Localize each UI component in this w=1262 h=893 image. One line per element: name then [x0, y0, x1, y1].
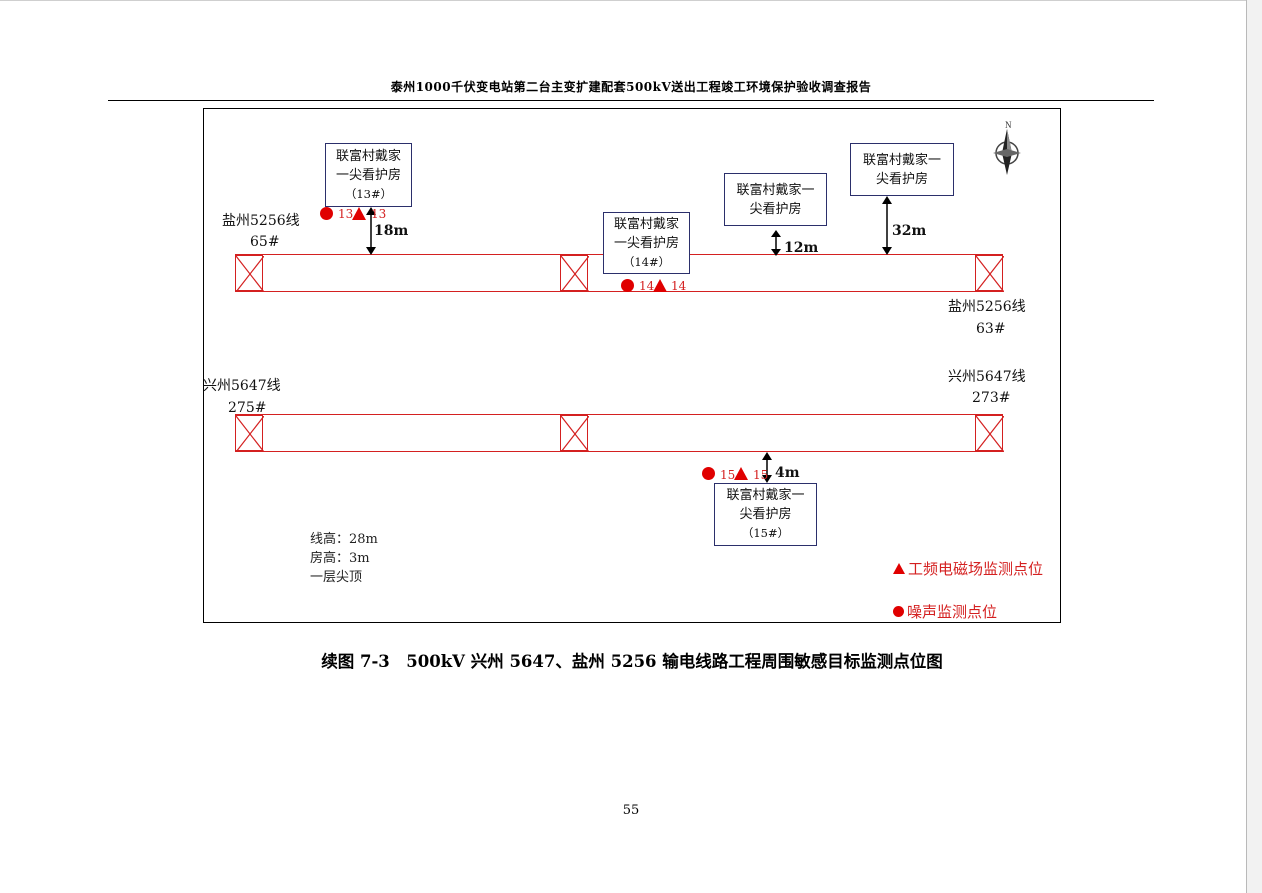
house-name-line2: 尖看护房	[875, 171, 928, 187]
noise-point-number: 14	[639, 279, 655, 293]
noise-monitoring-point-14	[621, 279, 634, 292]
note-roof: 一层尖顶	[310, 570, 363, 585]
distance-arrow-icon	[365, 207, 377, 255]
guard-house-14: 联富村戴家 一尖看护房 （14#）	[603, 212, 690, 274]
line-label: 盐州5256线	[222, 213, 300, 229]
house-name-line2: 一尖看护房	[335, 167, 401, 183]
tower-number-label: 63#	[976, 321, 1006, 337]
guard-house-15: 联富村戴家一 尖看护房 （15#）	[714, 483, 817, 546]
house-name-line1: 联富村戴家一	[726, 488, 805, 503]
em-monitoring-point-15	[734, 467, 748, 480]
tower-icon	[560, 415, 589, 452]
tower-icon	[235, 255, 264, 292]
compass-letter: N	[1005, 120, 1012, 130]
noise-point-number: 13	[338, 207, 354, 221]
tower-icon	[560, 255, 589, 292]
em-point-number: 14	[671, 279, 687, 293]
distance-arrow-icon	[770, 230, 782, 256]
line-label: 盐州5256线	[948, 299, 1026, 315]
header-rule	[108, 100, 1154, 101]
house-name-line2: 尖看护房	[739, 507, 792, 522]
tower-icon	[975, 255, 1004, 292]
distance-arrow-icon	[761, 452, 773, 483]
xingzhou-5647-line	[235, 414, 1003, 452]
tower-icon	[235, 415, 264, 452]
house-name-line2: 尖看护房	[749, 201, 802, 217]
page-top-edge	[0, 0, 1247, 1]
monitoring-map-figure	[203, 108, 1061, 623]
house-name-line1: 联富村戴家	[613, 216, 679, 232]
legend-em: 工频电磁场监测点位	[893, 558, 1043, 579]
house-number: （15#）	[741, 526, 790, 540]
em-monitoring-point-13	[352, 207, 366, 220]
tower-number-label: 65#	[250, 234, 280, 250]
distance-label: 18m	[374, 223, 409, 239]
legend-noise-label: 噪声监测点位	[907, 603, 998, 621]
page-gutter	[1247, 0, 1262, 893]
legend-em-label: 工频电磁场监测点位	[908, 560, 1044, 578]
guard-house-13: 联富村戴家 一尖看护房 （13#）	[325, 143, 412, 207]
legend-noise: 噪声监测点位	[893, 601, 997, 622]
distance-label: 12m	[784, 240, 819, 256]
house-name-line1: 联富村戴家一	[736, 182, 815, 198]
tower-number-label: 275#	[228, 400, 267, 416]
house-number: （14#）	[622, 254, 671, 269]
em-point-number: 15	[753, 468, 769, 482]
house-number: （13#）	[344, 186, 393, 201]
report-header-title: 泰州1000千伏变电站第二台主变扩建配套500kV送出工程竣工环境保护验收调查报…	[390, 80, 872, 94]
note-house-height: 房高：3m	[310, 551, 370, 566]
tower-icon	[975, 415, 1004, 452]
figure-caption: 续图 7-3 500kV 兴州 5647、盐州 5256 输电线路工程周围敏感目…	[321, 652, 943, 671]
house-name-line1: 联富村戴家一	[862, 152, 941, 168]
em-monitoring-point-14	[653, 279, 667, 292]
building-notes: 线高：28m 房高：3m 一层尖顶	[310, 530, 378, 587]
noise-point-number: 15	[720, 468, 736, 482]
noise-monitoring-point-15	[702, 467, 715, 480]
distance-label: 4m	[775, 465, 800, 481]
triangle-icon	[893, 563, 905, 574]
house-name-line2: 一尖看护房	[613, 235, 679, 251]
distance-arrow-icon	[881, 196, 893, 255]
tower-number-label: 273#	[972, 390, 1011, 406]
distance-label: 32m	[892, 223, 927, 239]
page-number: 55	[622, 803, 640, 818]
circle-icon	[893, 606, 904, 617]
north-arrow-icon: N	[983, 117, 1031, 179]
house-name-line1: 联富村戴家	[335, 148, 401, 164]
guard-house-12m: 联富村戴家一 尖看护房	[724, 173, 827, 226]
note-line-height: 线高：28m	[310, 532, 378, 547]
line-label: 兴州5647线	[948, 369, 1026, 385]
noise-monitoring-point-13	[320, 207, 333, 220]
line-label: 兴州5647线	[203, 378, 281, 394]
page-right-edge	[1246, 0, 1247, 893]
em-point-number: 13	[371, 207, 387, 221]
guard-house-32m: 联富村戴家一 尖看护房	[850, 143, 954, 196]
